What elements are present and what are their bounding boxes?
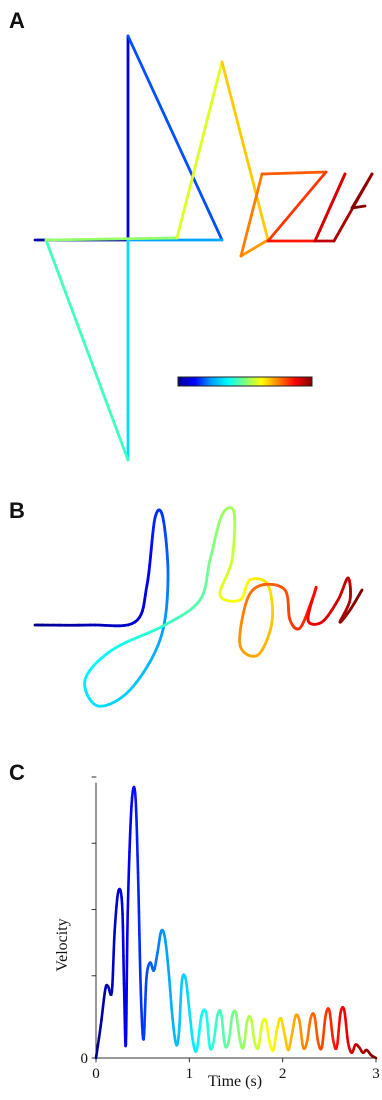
y-tick-label: 0: [81, 1051, 89, 1067]
velocity-segment: [129, 804, 133, 820]
trajectory-segment: [126, 34, 224, 242]
trajectory-segment: [44, 238, 130, 462]
velocity-segment: [126, 890, 130, 914]
trajectory-segment: [350, 204, 367, 210]
panel-a-trajectory: [33, 34, 374, 462]
colorbar: [177, 376, 313, 387]
trajectory-segment: [239, 238, 270, 258]
trajectory-segment: [266, 170, 328, 243]
velocity-series: [94, 785, 378, 1060]
panel-b-handwriting-trace: [33, 506, 364, 708]
velocity-segment: [113, 921, 117, 933]
trajectory-segment: [44, 236, 179, 242]
velocity-segment: [113, 912, 118, 924]
panel-c-letter: C: [9, 760, 25, 785]
handwriting-segment: [359, 588, 364, 593]
trajectory-segment: [260, 170, 328, 176]
velocity-segment: [128, 832, 132, 854]
trajectory-segment: [175, 60, 224, 240]
velocity-axes: 0 1 2 3 0: [81, 776, 380, 1082]
panel-c: C 0 1 2 3 0 Velocity Time (s): [9, 760, 380, 1090]
velocity-segment: [126, 870, 131, 894]
panel-b: B: [9, 498, 364, 708]
velocity-segment: [128, 816, 133, 836]
trajectory-segment: [239, 172, 264, 258]
x-tick-label: 2: [279, 1066, 287, 1082]
x-tick-label: 3: [372, 1066, 380, 1082]
y-axis-label: Velocity: [54, 918, 71, 971]
velocity-segment: [144, 977, 148, 989]
velocity-segment: [130, 796, 134, 808]
panel-a: A: [9, 8, 374, 462]
velocity-segment: [168, 979, 172, 990]
velocity-segment: [127, 850, 131, 873]
velocity-segment: [169, 994, 173, 1006]
x-axis-label: Time (s): [208, 1073, 262, 1090]
x-tick-label: 0: [92, 1066, 100, 1082]
trajectory-segment: [313, 172, 347, 243]
panel-a-letter: A: [9, 8, 25, 33]
velocity-segment: [168, 986, 172, 998]
trajectory-segment: [220, 60, 270, 242]
trajectory-segment: [350, 172, 374, 210]
x-tick-label: 1: [186, 1066, 194, 1082]
panel-b-letter: B: [9, 498, 25, 523]
velocity-segment: [112, 929, 116, 942]
